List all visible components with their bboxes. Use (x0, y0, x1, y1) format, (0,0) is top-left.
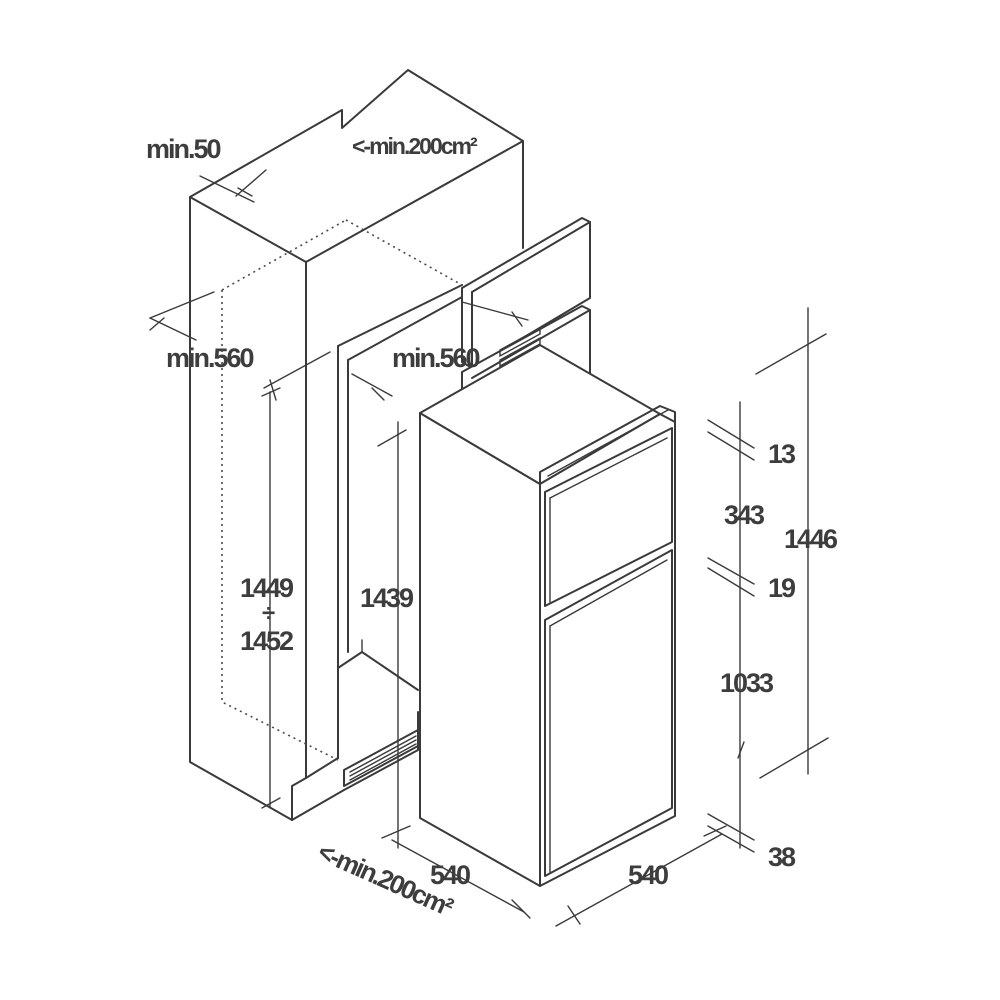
cabinet-left-face (189, 196, 293, 821)
fridge-door (544, 549, 673, 877)
label-vent-top: <-min.200cm² (352, 133, 478, 159)
freezer-door-inner-top (549, 437, 668, 499)
dim-width540-line (391, 839, 525, 913)
dim-19-ext-b (707, 567, 755, 597)
upper-door-edge (471, 221, 591, 293)
plinth-left (291, 757, 339, 821)
dim-13-ext-b (707, 431, 755, 461)
dim-niche-height-tick-bottom (261, 797, 281, 809)
dim-min50-ext (235, 169, 267, 197)
label-dim-1033: 1033 (720, 668, 774, 698)
label-depth-540: 540 (628, 860, 668, 890)
fridge-top-trim-line (547, 409, 669, 477)
label-dim-38: 38 (768, 842, 796, 872)
dim-door-height-ext-top (377, 429, 407, 447)
plinth-front (291, 711, 419, 821)
upper-door-panel (461, 217, 591, 369)
dim-width-line-b (263, 351, 331, 389)
cabinet-top-outline (189, 69, 524, 249)
fridge-top-trim (539, 405, 676, 485)
dim-1033-tick (737, 741, 745, 759)
bottom-vent-grille (343, 729, 419, 787)
fridge-side-face (419, 412, 541, 887)
refrigerator (419, 344, 676, 887)
label-dim-13: 13 (768, 439, 796, 469)
plinth-inner (337, 651, 419, 759)
dim-width-line (149, 317, 197, 341)
label-min-50: min.50 (146, 134, 221, 164)
dim-width-tick-b (269, 379, 277, 401)
label-dim-343: 343 (724, 500, 765, 530)
label-niche-depth: min.560 (392, 343, 480, 373)
dim-width-ext (149, 291, 215, 319)
label-niche-width: min.560 (166, 343, 254, 373)
label-dim-1446: 1446 (784, 524, 838, 554)
label-dim-19: 19 (768, 573, 796, 603)
dim-depth540-ext (703, 825, 727, 837)
label-niche-height-sep: ÷ (262, 600, 275, 627)
dim-depth540-line (555, 833, 723, 927)
dim-door-height-ext-bottom (381, 825, 411, 839)
dim-13-ext-a (707, 419, 755, 449)
dim-depth-tick-b (511, 311, 523, 327)
dotted-appliance-outline (221, 219, 463, 761)
dim-depth540-tick (567, 905, 581, 925)
dim-1446-ext-bottom (759, 737, 829, 779)
dim-38-ext-b (707, 825, 755, 853)
cabinet-top-front-edge (189, 196, 307, 263)
dim-1446-ext-top (755, 333, 827, 375)
label-niche-height-bottom: 1452 (240, 626, 293, 656)
dimension-lines (149, 169, 829, 927)
niche-inner-groove-top (347, 296, 463, 361)
dim-38-ext-a (707, 813, 755, 841)
dim-depth-line (351, 373, 393, 397)
dim-19-ext-a (707, 557, 755, 585)
label-width-540: 540 (430, 860, 470, 890)
dim-depth-tick (371, 387, 385, 401)
niche-inner-top (337, 284, 463, 347)
label-door-height: 1439 (360, 583, 414, 613)
label-niche-height-top: 1449 (240, 573, 294, 603)
dim-width-tick-a (149, 317, 165, 331)
dim-width540-tick (511, 899, 531, 919)
cabinet-top-back-edge (305, 140, 524, 263)
dim-niche-height-tick-top (261, 387, 281, 397)
cabinet-niche (189, 69, 524, 821)
freezer-door (544, 427, 673, 607)
fridge-door-inner-top (549, 559, 668, 627)
dim-min50-tick (237, 187, 253, 197)
dim-depth-ext (461, 301, 529, 321)
lower-door-edge (471, 309, 591, 379)
dim-min50-line (199, 175, 255, 203)
